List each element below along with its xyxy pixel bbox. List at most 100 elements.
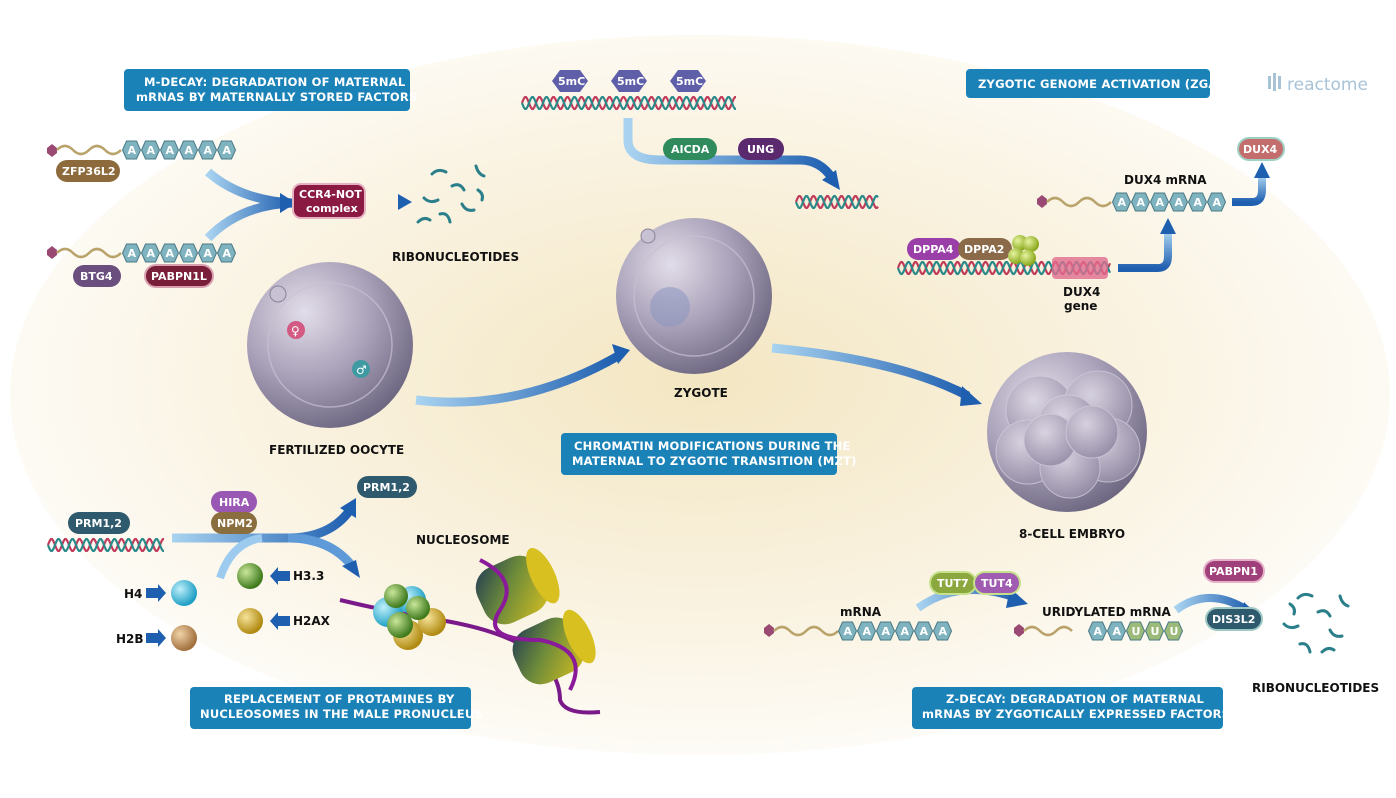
polyA-unit <box>1125 621 1146 641</box>
polyA-unit <box>913 621 934 641</box>
polyA-letter: A <box>863 625 872 638</box>
reactome-logo: reactome <box>1268 73 1368 95</box>
translation-arrowhead <box>1254 162 1270 178</box>
polyA-letter: A <box>204 247 213 260</box>
title-replacement-line1: REPLACEMENT OF PROTAMINES BY <box>224 692 455 706</box>
polyA-unit <box>159 140 180 160</box>
polyA-letter: A <box>166 144 175 157</box>
polyA-unit <box>1111 192 1132 212</box>
polyA-letter: U <box>1170 625 1179 638</box>
protamine-release-arrowhead <box>340 498 356 518</box>
zygote-label: ZYGOTE <box>674 386 728 400</box>
methylated-dna-helix <box>520 96 736 110</box>
title-replacement-line2: NUCLEOSOMES IN THE MALE PRONUCLEUS <box>200 707 483 721</box>
title-m-decay-line2: mRNAS BY MATERNALLY STORED FACTORS <box>136 90 417 104</box>
h2ax-histone: H2AX <box>237 608 331 634</box>
h33-histone: H3.3 <box>237 563 324 589</box>
npm2-protein: NPM2 <box>211 512 257 534</box>
title-zga: ZYGOTIC GENOME ACTIVATION (ZGA) <box>966 69 1223 98</box>
oocyte-to-zygote-arrow <box>415 352 621 407</box>
ribonucleotide-fragments-top <box>416 164 486 224</box>
prm12-protein-left: PRM1,2 <box>68 512 130 534</box>
dppa4-protein: DPPA4 <box>907 238 961 260</box>
female-pronucleus <box>287 321 305 339</box>
dna-strand <box>46 538 164 552</box>
eight-cell-embryo <box>987 352 1147 512</box>
polyA-letter: A <box>147 144 156 157</box>
svg-text:H3.3: H3.3 <box>293 569 324 583</box>
h2b-arrow-icon <box>146 629 166 647</box>
cap-icon <box>47 144 57 157</box>
svg-text:PRM1,2: PRM1,2 <box>363 481 410 494</box>
polyA-letter: A <box>166 247 175 260</box>
zygote-to-embryo-arrow <box>771 343 971 400</box>
zygote-cell <box>616 218 772 374</box>
polyA-unit <box>894 621 915 641</box>
title-chromatin: CHROMATIN MODIFICATIONS DURING THE MATER… <box>561 433 856 475</box>
svg-text:PABPN1: PABPN1 <box>1209 565 1258 578</box>
polyA-unit <box>1168 192 1189 212</box>
polyA-unit <box>875 621 896 641</box>
ribonucleotide-fragments-bottom <box>1282 592 1350 654</box>
polyA-letter: A <box>1175 196 1184 209</box>
polyA-letter: A <box>844 625 853 638</box>
polyA-letter: A <box>128 144 137 157</box>
svg-text:5mC: 5mC <box>617 75 644 88</box>
polyA-letter: A <box>1094 625 1103 638</box>
svg-text:UNG: UNG <box>747 143 774 156</box>
polyA-letter: A <box>223 247 232 260</box>
svg-text:H2B: H2B <box>116 632 144 646</box>
polyA-letter: A <box>920 625 929 638</box>
5mc-marker-2: 5mC <box>611 70 647 92</box>
svg-text:complex: complex <box>306 202 358 215</box>
svg-text:DPPA2: DPPA2 <box>964 243 1004 256</box>
svg-text:DUX4: DUX4 <box>1243 143 1278 156</box>
5mc-marker-1: 5mC <box>552 70 588 92</box>
title-chromatin-line1: CHROMATIN MODIFICATIONS DURING THE <box>574 439 851 453</box>
svg-text:TUT7: TUT7 <box>937 577 969 590</box>
dna-strand <box>520 96 736 110</box>
demethylation-arrow <box>623 118 836 181</box>
svg-text:DPPA4: DPPA4 <box>913 243 954 256</box>
svg-text:TUT4: TUT4 <box>981 577 1013 590</box>
brand-name: reactome <box>1287 75 1368 95</box>
polyA-letter: A <box>1194 196 1203 209</box>
polyA-unit <box>837 621 858 641</box>
svg-text:H4: H4 <box>124 587 142 601</box>
h2b-histone: H2B <box>116 625 197 651</box>
ribonucleotides-label-bottom: RIBONUCLEOTIDES <box>1252 681 1379 695</box>
svg-text:HIRA: HIRA <box>219 496 250 509</box>
polyA-letter: A <box>1113 625 1122 638</box>
svg-text:5mC: 5mC <box>676 75 703 88</box>
dna-strand <box>46 538 164 552</box>
cap-icon <box>47 246 57 259</box>
reactome-logo-icon <box>1268 73 1281 91</box>
nucleosome-structure <box>339 547 601 715</box>
h4-arrow-icon <box>146 584 166 602</box>
polyA-unit <box>216 243 237 263</box>
polyA-letter: A <box>901 625 910 638</box>
polyA-unit <box>1149 192 1170 212</box>
eight-cell-embryo-label: 8-CELL EMBRYO <box>1019 527 1125 541</box>
mrna-label: mRNA <box>840 605 882 619</box>
title-m-decay-line1: M-DECAY: DEGRADATION OF MATERNAL <box>144 75 406 89</box>
zfp36l2-protein: ZFP36L2 <box>56 160 120 182</box>
polyA-unit <box>178 243 199 263</box>
polyA-unit <box>216 140 237 160</box>
polyA-unit <box>932 621 953 641</box>
polyA-letter: A <box>204 144 213 157</box>
polyA-unit <box>197 140 218 160</box>
dux4-gene-region <box>1052 257 1108 279</box>
polyA-unit <box>1130 192 1151 212</box>
transcription-arrow <box>1118 232 1172 272</box>
polyA-unit <box>197 243 218 263</box>
svg-text:BTG4: BTG4 <box>80 270 113 283</box>
ung-protein: UNG <box>738 138 784 160</box>
polyA-letter: A <box>223 144 232 157</box>
svg-text:CCR4-NOT: CCR4-NOT <box>299 188 362 201</box>
svg-text:ZFP36L2: ZFP36L2 <box>62 165 116 178</box>
